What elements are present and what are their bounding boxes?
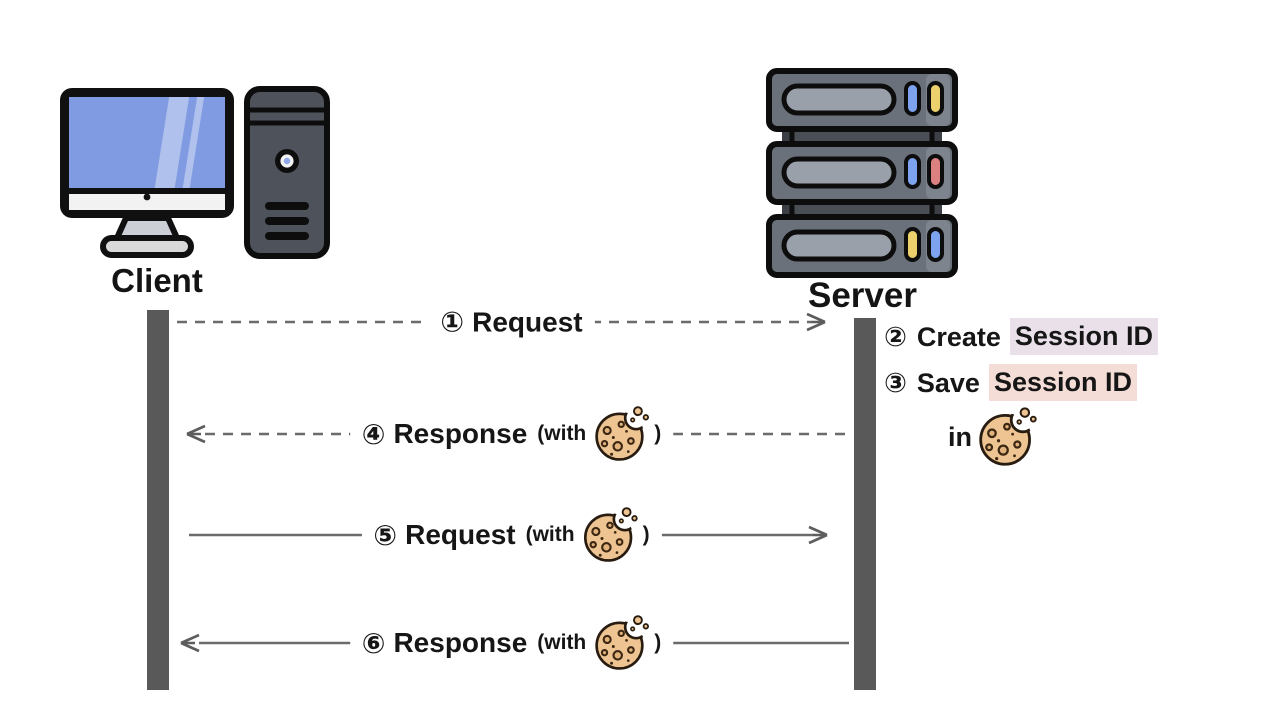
note-in-label: in <box>948 422 972 452</box>
note-action: Save <box>916 367 980 398</box>
close-paren: ) <box>654 422 662 445</box>
note-action: Create <box>916 321 1001 352</box>
with-label: (with <box>537 631 587 654</box>
message-number: ⑤ <box>373 519 398 551</box>
note-number: ② <box>884 321 907 352</box>
message-4-label: ④ Response (with ) <box>349 405 674 463</box>
desktop-computer-icon <box>60 86 330 259</box>
client-label: Client <box>111 262 203 299</box>
dashed-arrow-left-icon <box>186 424 849 444</box>
server-rack-icon <box>766 68 958 278</box>
server-label: Server <box>808 276 917 315</box>
message-text: Request <box>472 306 583 337</box>
note-create-session: ② Create Session ID <box>884 318 1158 355</box>
message-6-label: ⑥ Response (with ) <box>349 614 674 672</box>
message-text: Response <box>393 418 528 449</box>
with-label: (with <box>525 523 575 546</box>
note-in-cookie: in <box>948 406 1158 468</box>
message-number: ④ <box>361 418 386 450</box>
message-1-label: ① Request <box>428 305 595 339</box>
client-lifeline <box>147 310 169 690</box>
with-label: (with <box>537 422 587 445</box>
close-paren: ) <box>642 523 650 546</box>
server-notes: ② Create Session ID ③ Save Session ID in <box>884 318 1158 468</box>
note-save-session: ③ Save Session ID <box>884 364 1158 401</box>
note-number: ③ <box>884 367 907 398</box>
message-5-label: ⑤ Request (with ) <box>361 506 662 564</box>
cookie-icon <box>581 506 639 564</box>
message-number: ⑥ <box>361 627 386 659</box>
message-number: ① <box>440 306 465 338</box>
cookie-icon <box>592 614 650 672</box>
message-text: Response <box>393 627 528 658</box>
message-text: Request <box>405 519 516 550</box>
session-id-highlight: Session ID <box>988 364 1137 401</box>
close-paren: ) <box>654 631 662 654</box>
session-id-highlight: Session ID <box>1009 318 1158 355</box>
cookie-icon <box>976 406 1038 468</box>
server-lifeline <box>854 318 876 690</box>
cookie-icon <box>592 405 650 463</box>
dashed-arrow-right-icon <box>177 312 826 332</box>
